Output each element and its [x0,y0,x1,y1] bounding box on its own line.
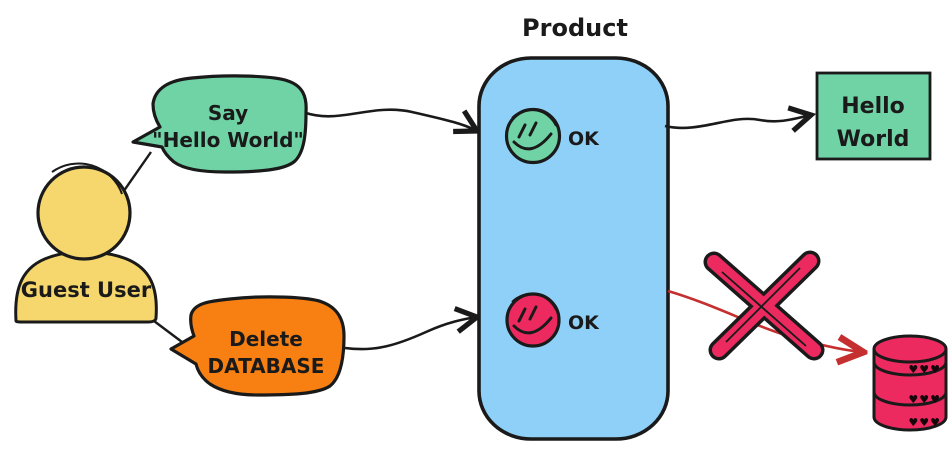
output-box: Hello World [815,71,932,161]
database-hearts-row-3: ♥♥♥ [908,416,941,429]
actor-label: Guest User [21,278,152,302]
allowed-indicator: OK [504,107,600,165]
happy-face-red-smile [512,316,553,335]
happy-face-red-eyes [517,305,538,323]
say-bubble-line2: "Hello World" [152,128,304,152]
say-bubble-line1: Say [208,101,248,125]
output-line1: Hello [841,94,905,119]
database-body [872,349,948,432]
database-hearts-icon: ♥♥♥ ♥♥♥ ♥♥♥ [872,334,948,432]
database-band-1 [872,361,948,377]
delete-bubble-line2: DATABASE [208,354,325,378]
happy-face-red-sketch [511,292,557,311]
happy-face-green-sketch [511,108,557,127]
delete-database-bubble: Delete DATABASE [169,295,346,397]
allowed-status-label: OK [568,128,600,150]
database-band-2 [872,391,948,407]
actor-body [14,250,158,324]
denied-indicator: OK [505,292,600,348]
product-node: Product OK OK [477,14,670,441]
delete-bubble-line1: Delete [229,327,303,351]
database-hearts-row-2: ♥♥♥ [908,393,941,406]
connector-actor-to-say-bubble [120,151,152,196]
happy-face-green-eyes [517,121,538,139]
actor-head-sketch-line [51,162,123,195]
say-bubble-shape [131,74,308,174]
arrow-delete-to-product [344,317,477,351]
red-x-icon [703,250,825,361]
database-hearts-row-1: ♥♥♥ [908,363,941,376]
arrow-say-to-product [305,108,477,131]
database-top [872,334,948,364]
output-box-shape [815,71,932,161]
happy-face-green-smile [512,132,553,151]
delete-bubble-shape [169,295,346,397]
arrow-product-to-output [664,115,811,128]
product-title: Product [522,14,628,42]
product-box [477,56,670,441]
output-line2: World [837,127,910,152]
actor-head [36,165,132,261]
say-hello-bubble: Say "Hello World" [131,74,308,174]
guest-user-actor: Guest User [14,162,158,324]
denied-status-label: OK [568,312,600,334]
